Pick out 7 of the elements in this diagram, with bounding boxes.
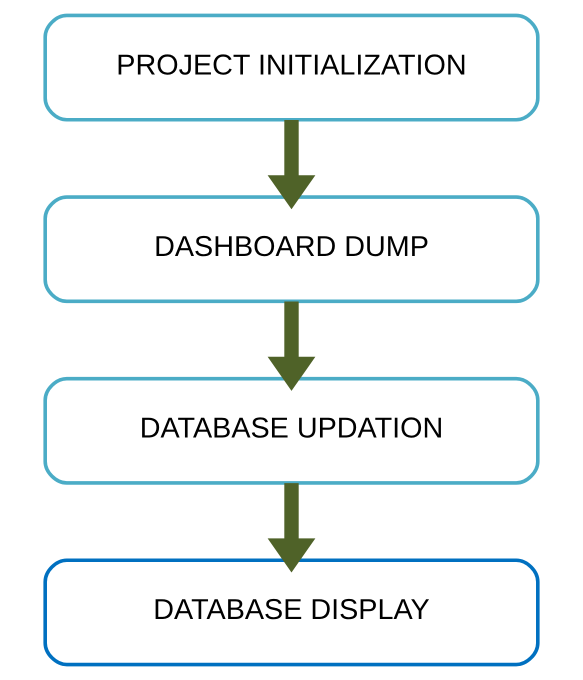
node-box: DASHBOARD DUMP bbox=[43, 195, 540, 304]
arrow bbox=[268, 120, 316, 210]
node-box: DATABASE DISPLAY bbox=[43, 558, 540, 666]
arrow bbox=[268, 483, 316, 572]
arrow bbox=[268, 302, 316, 391]
node-box: DATABASE UPDATION bbox=[43, 376, 540, 485]
node-box: PROJECT INITIALIZATION bbox=[43, 14, 540, 122]
